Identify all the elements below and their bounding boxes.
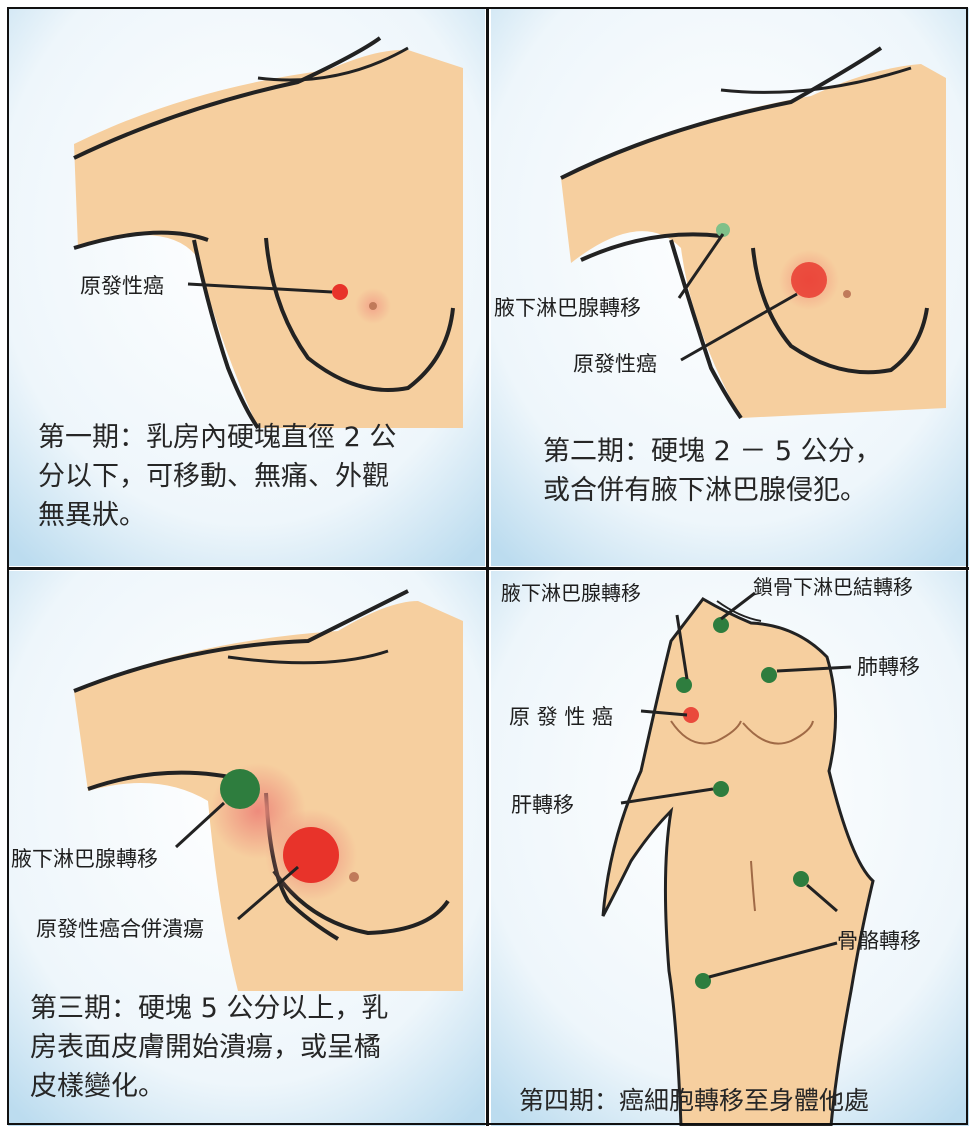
panel-stage-4: 腋下淋巴腺轉移 鎖骨下淋巴結轉移 肺轉移 原 發 性 癌 肝轉移 骨骼轉移 第四… xyxy=(491,571,969,1126)
label-lung-metastasis: 肺轉移 xyxy=(857,651,920,681)
stage-2-caption: 第二期：硬塊 2 － 5 公分， 或合併有腋下淋巴腺侵犯。 xyxy=(543,432,963,510)
label-axillary-metastasis: 腋下淋巴腺轉移 xyxy=(11,843,158,873)
stage-1-caption: 第一期：乳房內硬塊直徑 2 公 分以下，可移動、無痛、外觀 無異狀。 xyxy=(38,418,478,535)
label-subclavian-metastasis: 鎖骨下淋巴結轉移 xyxy=(753,571,913,600)
label-axillary-metastasis: 腋下淋巴腺轉移 xyxy=(501,577,641,606)
label-liver-metastasis: 肝轉移 xyxy=(511,789,574,819)
stage-4-caption: 第四期：癌細胞轉移至身體他處 xyxy=(519,1083,959,1119)
label-primary-cancer-ulceration: 原發性癌合併潰瘍 xyxy=(36,913,204,943)
label-primary-cancer: 原 發 性 癌 xyxy=(509,701,613,731)
label-bone-metastasis: 骨骼轉移 xyxy=(837,925,921,955)
label-axillary-metastasis: 腋下淋巴腺轉移 xyxy=(494,292,641,322)
label-primary-cancer: 原發性癌 xyxy=(80,270,164,300)
stage-3-caption: 第三期：硬塊 5 公分以上，乳 房表面皮膚開始潰瘍，或呈橘 皮樣變化。 xyxy=(30,989,470,1106)
horizontal-divider xyxy=(7,567,969,570)
panel-stage-1: 原發性癌 第一期：乳房內硬塊直徑 2 公 分以下，可移動、無痛、外觀 無異狀。 xyxy=(8,8,485,566)
panel-stage-2: 腋下淋巴腺轉移 原發性癌 第二期：硬塊 2 － 5 公分， 或合併有腋下淋巴腺侵… xyxy=(491,8,969,566)
panel-stage-3: 腋下淋巴腺轉移 原發性癌合併潰瘍 第三期：硬塊 5 公分以上，乳 房表面皮膚開始… xyxy=(8,571,485,1126)
label-primary-cancer: 原發性癌 xyxy=(573,348,657,378)
